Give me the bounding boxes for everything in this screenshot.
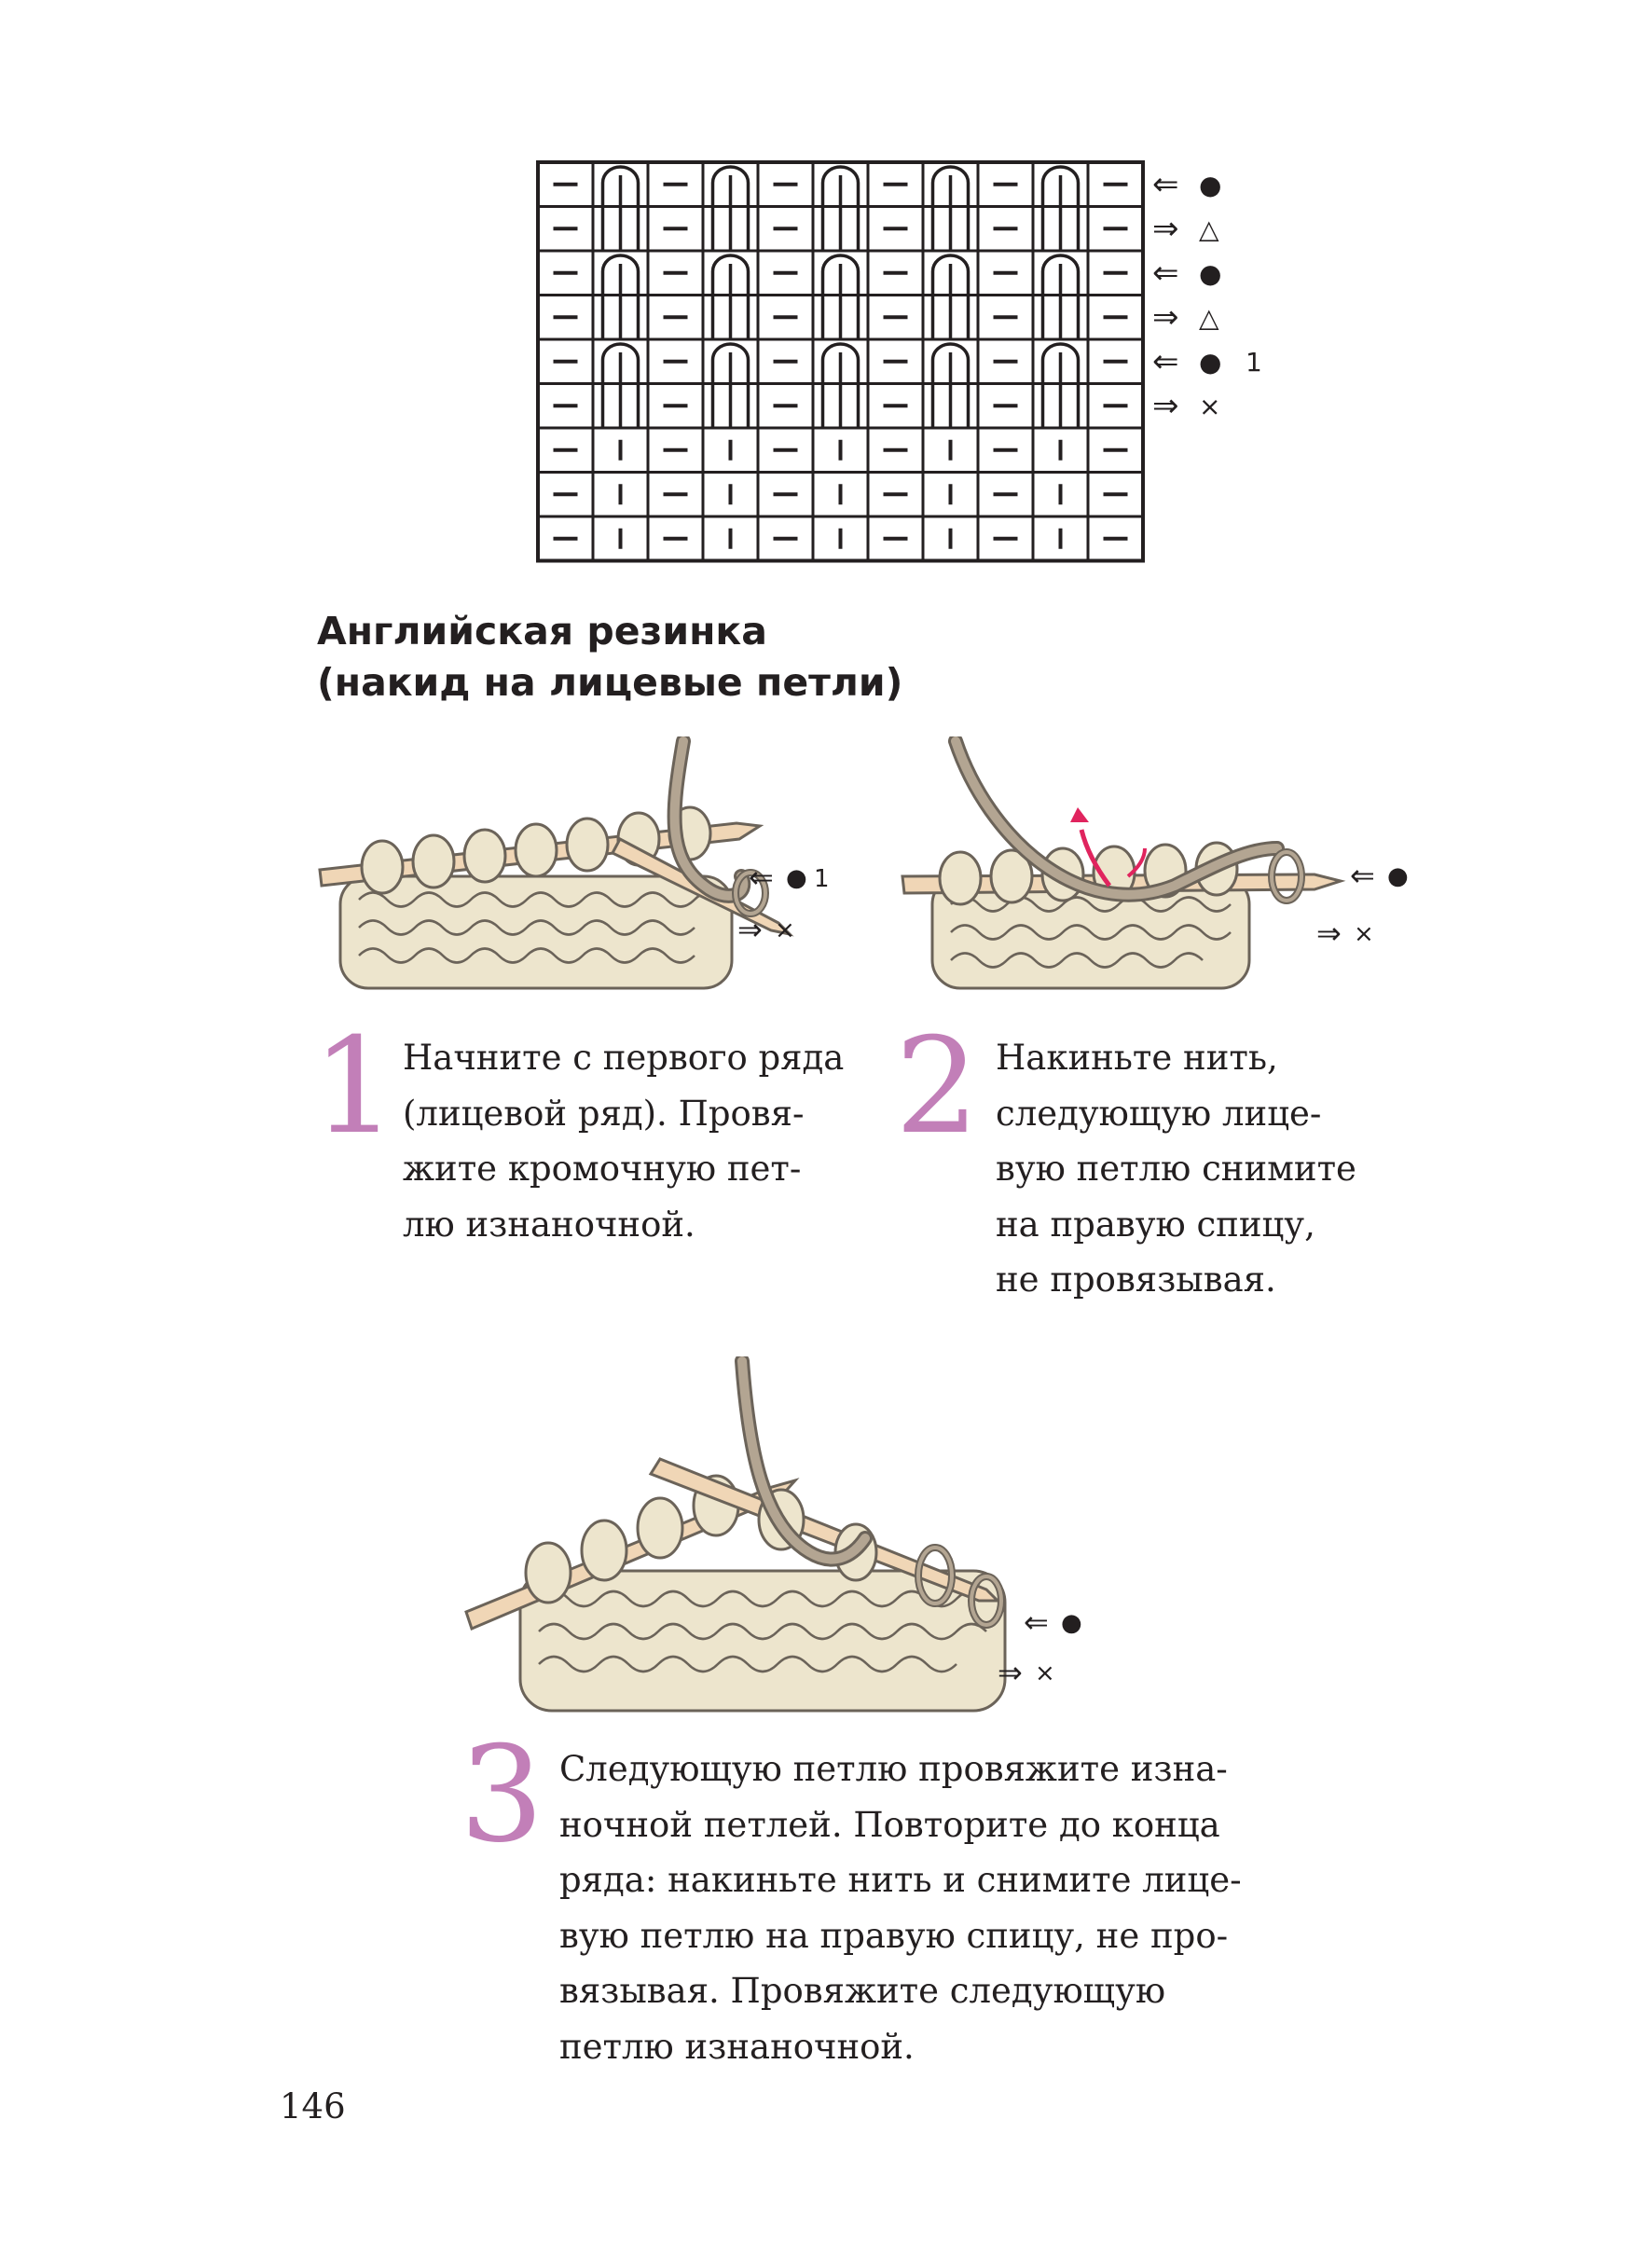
step-1-line: (лицевой ряд). Провя- — [403, 1093, 805, 1134]
yarn-over-slip-symbol — [710, 342, 750, 384]
working-yarn — [948, 736, 1305, 904]
row-arrow-left: ⇐ — [1024, 1604, 1049, 1640]
step-1-line: лю изнаночной. — [403, 1204, 695, 1245]
page-number: 146 — [280, 2086, 346, 2126]
row-arrow-left: ⇐ — [1350, 858, 1375, 893]
row-number: 1 — [814, 865, 830, 893]
knitted-fabric — [518, 1569, 1007, 1713]
chart-border — [536, 160, 1145, 563]
knitting-chart: ⇐ ● ⇒ △ ⇐ ● ⇒ △ ⇐ ● 1 ⇒ × — [536, 160, 1262, 563]
row-symbol-dot: ● — [786, 864, 807, 892]
step-2-illustration: ⇐ ● ⇒ × — [901, 736, 1409, 990]
step-2-text: Накиньте нить, следующую лице- вую петлю… — [996, 1030, 1356, 1308]
yarn-over-slip-symbol — [930, 342, 971, 384]
step-2-line: на правую спицу, — [996, 1204, 1315, 1245]
step-2-line: не провязывая. — [996, 1259, 1276, 1300]
step-2-line: вую петлю снимите — [996, 1149, 1356, 1189]
yarn-over-slip-symbol — [1040, 342, 1081, 384]
yarn-over-slip-symbol — [930, 254, 971, 296]
step-1-text: Начните с первого ряда (лицевой ряд). Пр… — [403, 1030, 844, 1252]
working-yarn — [735, 1356, 1005, 1629]
row-symbol-cross: × — [1354, 920, 1374, 948]
yarn-over-slip-symbol — [600, 254, 640, 296]
title-line-2: (накид на лицевые петли) — [317, 660, 903, 705]
row-symbol-cross: × — [775, 916, 795, 944]
yarn-over-slip-symbol — [600, 165, 640, 207]
chart-symbols — [553, 165, 1128, 549]
knitted-fabric — [338, 874, 734, 990]
step-3-illustration: ⇐ ● ⇒ × — [464, 1356, 1082, 1713]
row-symbol-dot: ● — [1387, 862, 1409, 890]
step-2-number: 2 — [895, 1010, 980, 1163]
step-3-line: ряда: накиньте нить и снимите лице- — [559, 1860, 1242, 1900]
chart-row-markers: ⇐ ● ⇒ △ ⇐ ● ⇒ △ ⇐ ● 1 ⇒ × — [1152, 166, 1262, 425]
yarn-over-slip-symbol — [820, 254, 860, 296]
direction-arrow — [1070, 807, 1147, 888]
step-3-line: вязывая. Провяжите следующую — [559, 1971, 1166, 2011]
step-3-text: Следующую петлю провяжите изна- ночной п… — [559, 1741, 1242, 2074]
row-arrow-right: ⇒ — [737, 912, 763, 947]
chart-row-arrow: ⇐ — [1152, 166, 1179, 203]
chart-row-arrow: ⇐ — [1152, 255, 1179, 292]
title-line-1: Английская резинка — [317, 609, 767, 654]
yarn-over-slip-symbol — [820, 165, 860, 207]
chart-row-number: 1 — [1246, 347, 1262, 378]
step-1-number: 1 — [312, 1010, 397, 1163]
yarn-over-slip-symbol — [1040, 254, 1081, 296]
yarn-over-slip-symbol — [1040, 165, 1081, 207]
working-yarn — [667, 736, 769, 917]
chart-row-arrow: ⇒ — [1152, 387, 1179, 424]
step-3-number: 3 — [460, 1718, 544, 1872]
step-3-line: вую петлю на правую спицу, не про- — [559, 1915, 1229, 1956]
chart-row-arrow: ⇒ — [1152, 210, 1179, 247]
chart-row-symbol: △ — [1199, 302, 1219, 333]
chart-row-symbol: ● — [1199, 347, 1221, 378]
step-1-illustration: ⇐ ● 1 ⇒ × — [318, 736, 830, 990]
row-arrow-left: ⇐ — [749, 860, 774, 895]
step-3-line: ночной петлей. Повторите до конца — [559, 1804, 1220, 1845]
row-arrow-right: ⇒ — [1316, 915, 1342, 951]
right-needle — [648, 1457, 1001, 1603]
yarn-over-slip-symbol — [820, 342, 860, 384]
row-symbol-cross: × — [1035, 1659, 1055, 1687]
chart-row-symbol: △ — [1199, 213, 1219, 244]
yarn-over-slip-symbol — [930, 165, 971, 207]
yarn-over-slip-symbol — [600, 342, 640, 384]
step-3-line: Следующую петлю провяжите изна- — [559, 1749, 1228, 1789]
step-1-line: жите кромочную пет- — [403, 1149, 802, 1189]
chart-row-symbol: ● — [1199, 258, 1221, 289]
section-title: Английская резинка (накид на лицевые пет… — [317, 606, 1156, 709]
step-3-line: петлю изнаночной. — [559, 2026, 915, 2067]
step-2-line: следующую лице- — [996, 1093, 1322, 1134]
yarn-over-slip-symbol — [710, 165, 750, 207]
chart-row-arrow: ⇐ — [1152, 343, 1179, 380]
row-symbol-dot: ● — [1061, 1609, 1082, 1637]
step-1-line: Начните с первого ряда — [403, 1038, 845, 1078]
step-2-line: Накиньте нить, — [996, 1038, 1278, 1078]
yarn-over-slip-symbol — [710, 254, 750, 296]
chart-row-arrow: ⇒ — [1152, 298, 1179, 336]
chart-row-symbol: ● — [1199, 170, 1221, 200]
row-arrow-right: ⇒ — [998, 1655, 1023, 1690]
chart-row-symbol: × — [1199, 391, 1220, 421]
